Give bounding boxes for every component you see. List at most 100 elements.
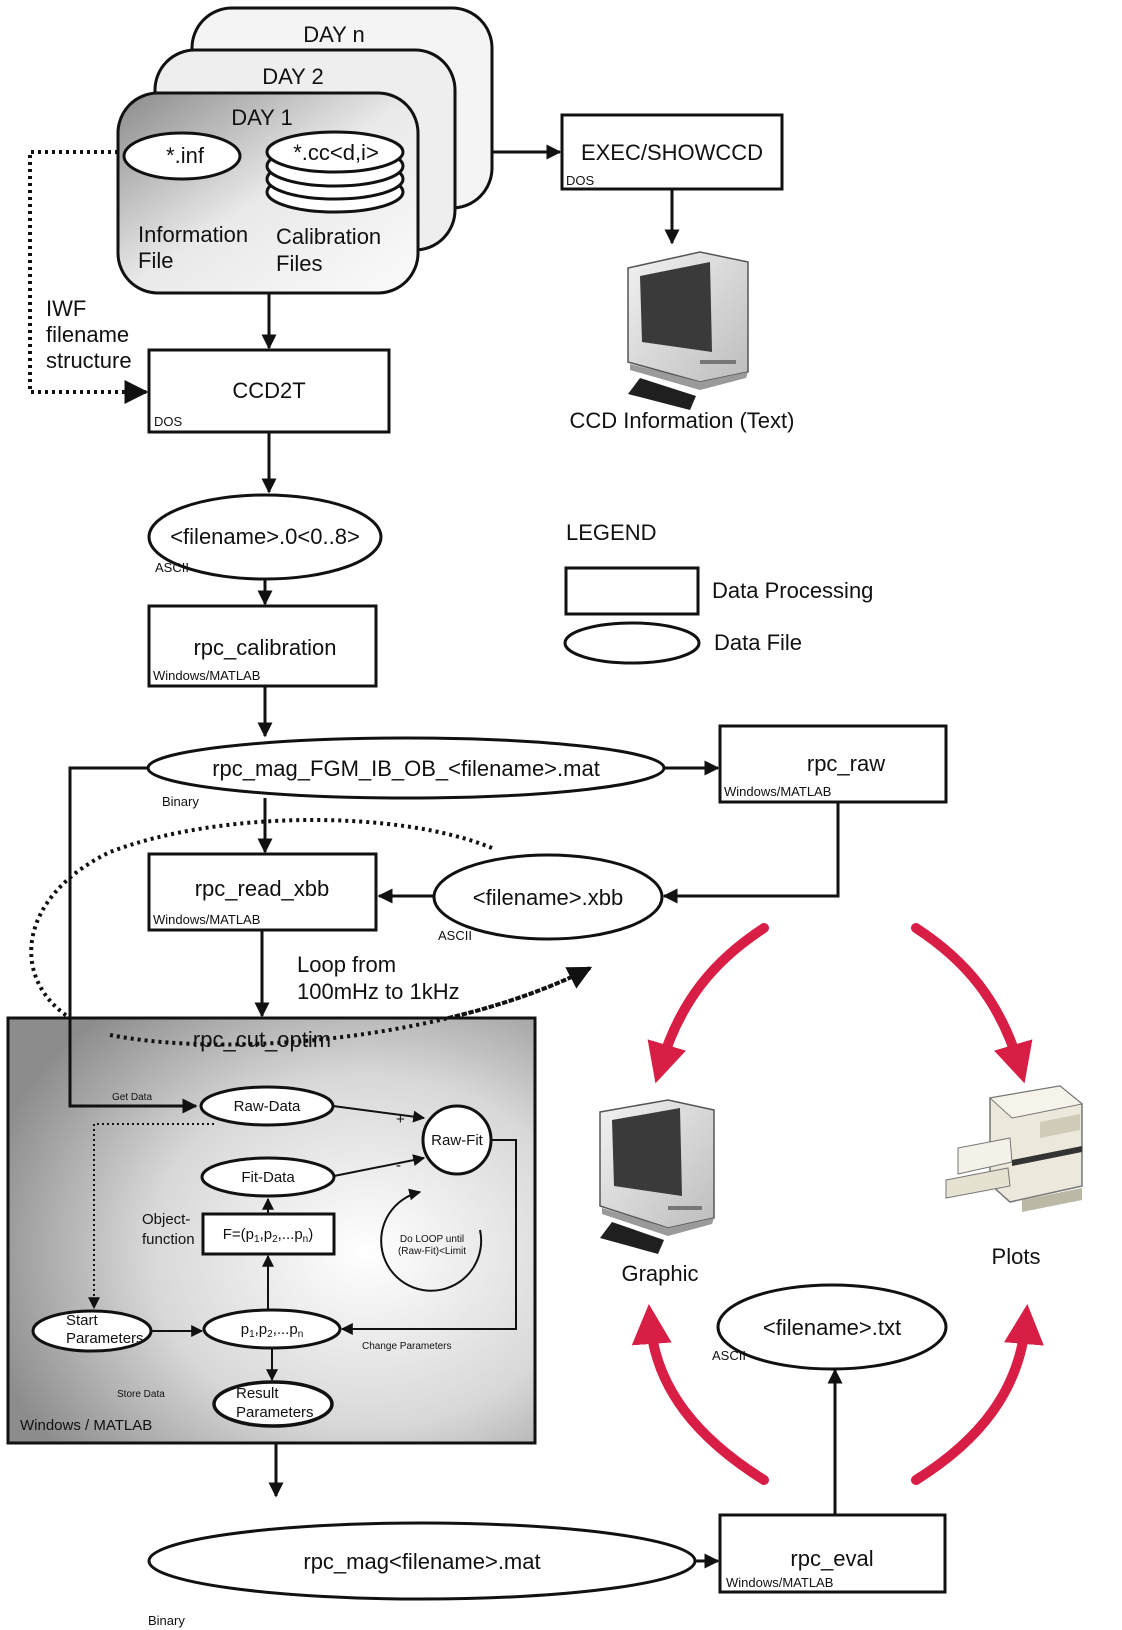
raw-fit-node: Raw-Fit: [421, 1104, 493, 1176]
loop-dotted-arc: [29, 818, 593, 1047]
information-file-label-1: Information: [138, 222, 248, 247]
legend-processing-swatch: [564, 566, 700, 616]
mag-fgm-label: rpc_mag_FGM_IB_OB_<filename>.mat: [212, 756, 600, 781]
rpc-read-xbb-platform: Windows/MATLAB: [153, 912, 260, 927]
store-data-label: Store Data: [117, 1389, 165, 1400]
exec-showccd-box: EXEC/SHOWCCD DOS: [560, 113, 784, 191]
result-parameters-label-2: Parameters: [236, 1404, 314, 1421]
iwf-label-3: structure: [46, 348, 132, 373]
red-arrow-to-plots-top: [911, 923, 1033, 1084]
ccd2t-label: CCD2T: [232, 378, 305, 403]
minus-sign: -: [396, 1157, 401, 1174]
graphic-monitor-icon: [599, 1099, 715, 1254]
start-parameters-node: Start Parameters: [31, 1309, 153, 1353]
monitor-icon: [627, 251, 749, 410]
loop-note-2: 100mHz to 1kHz: [297, 979, 460, 1004]
rpc-cut-optim-platform: Windows / MATLAB: [20, 1417, 152, 1434]
day-1-card: DAY 1 *.inf *.cc<d,i> Information File C…: [116, 91, 420, 295]
raw-fit-label: Raw-Fit: [431, 1132, 483, 1149]
xbb-file-label: <filename>.xbb: [473, 885, 623, 910]
raw-data-node: Raw-Data: [199, 1085, 335, 1127]
legend-file-swatch: [563, 621, 701, 665]
rpc-calibration-box: rpc_calibration Windows/MATLAB: [147, 604, 378, 688]
legend-title: LEGEND: [566, 520, 656, 545]
rpc-raw-box: rpc_raw Windows/MATLAB: [718, 724, 948, 804]
arrow-change-parameters: [340, 1139, 517, 1335]
plus-sign: +: [396, 1111, 405, 1128]
rpc-raw-platform: Windows/MATLAB: [724, 784, 831, 799]
mag-mat-file: rpc_mag<filename>.mat Binary: [147, 1521, 697, 1628]
filename-08-format: ASCII: [155, 560, 189, 575]
rpc-eval-box: rpc_eval Windows/MATLAB: [718, 1513, 947, 1594]
rpc-calibration-label: rpc_calibration: [193, 635, 336, 660]
legend-processing-label: Data Processing: [712, 578, 873, 603]
result-parameters-node: Result Parameters: [212, 1380, 334, 1428]
rpc-eval-platform: Windows/MATLAB: [726, 1575, 833, 1590]
parameters-label: p1,p2,...pn: [241, 1321, 304, 1340]
raw-data-label: Raw-Data: [234, 1098, 301, 1115]
txt-file-label: <filename>.txt: [763, 1315, 901, 1340]
get-data-label: Get Data: [112, 1092, 152, 1103]
object-function-label-2: function: [142, 1231, 195, 1248]
exec-showccd-label: EXEC/SHOWCCD: [581, 140, 763, 165]
rpc-cut-optim-title: rpc_cut_optim: [193, 1027, 331, 1052]
arrow-fit-data-to-raw-fit: [333, 1154, 426, 1177]
result-parameters-label-1: Result: [236, 1385, 279, 1402]
red-arrow-to-graphic-bottom: [631, 1304, 769, 1485]
object-function-box: F=(p1,p2,...pn): [201, 1212, 336, 1256]
mag-mat-label: rpc_mag<filename>.mat: [303, 1549, 540, 1574]
cc-file-label: *.cc<d,i>: [293, 140, 379, 165]
red-arrow-to-plots-bottom: [911, 1304, 1044, 1485]
rpc-eval-label: rpc_eval: [790, 1546, 873, 1571]
iwf-label-1: IWF: [46, 296, 86, 321]
red-arrow-to-graphic-top: [647, 923, 769, 1084]
mag-fgm-format: Binary: [162, 794, 199, 809]
start-parameters-label-1: Start: [66, 1312, 99, 1329]
mag-mat-format: Binary: [148, 1613, 185, 1628]
fit-data-node: Fit-Data: [200, 1156, 336, 1198]
graphic-label: Graphic: [621, 1261, 698, 1286]
loop-note-1: Loop from: [297, 952, 396, 977]
exec-showccd-platform: DOS: [566, 173, 595, 188]
object-function-label-1: Object-: [142, 1211, 190, 1228]
iwf-dotted-connector: [28, 150, 149, 404]
inf-file-label: *.inf: [166, 143, 205, 168]
ccd2t-platform: DOS: [154, 414, 183, 429]
txt-file: <filename>.txt ASCII: [712, 1283, 948, 1371]
do-loop-label-1: Do LOOP until: [400, 1234, 464, 1245]
day-2-label: DAY 2: [262, 64, 324, 89]
rpc-read-xbb-box: rpc_read_xbb Windows/MATLAB: [147, 852, 378, 932]
object-function-formula: F=(p1,p2,...pn): [223, 1226, 313, 1245]
ccd-information-label: CCD Information (Text): [570, 408, 795, 433]
rpc-read-xbb-label: rpc_read_xbb: [195, 876, 330, 901]
do-loop-label-2: (Raw-Fit)<Limit: [398, 1246, 466, 1257]
xbb-file: <filename>.xbb ASCII: [432, 853, 664, 943]
parameters-node: p1,p2,...pn: [202, 1308, 342, 1350]
change-parameters-label: Change Parameters: [362, 1341, 452, 1352]
legend: LEGEND Data Processing Data File: [563, 520, 873, 665]
loop-dotted-arc-overlay: [109, 966, 591, 1047]
calibration-files-stack-icon: [265, 130, 405, 214]
day-n-label: DAY n: [303, 22, 365, 47]
filename-08-file: <filename>.0<0..8> ASCII: [147, 493, 383, 581]
calibration-files-label-2: Files: [276, 251, 322, 276]
day-1-label: DAY 1: [231, 105, 293, 130]
mag-fgm-file: rpc_mag_FGM_IB_OB_<filename>.mat Binary: [146, 736, 666, 809]
raw-data-to-start-dotted: [88, 1123, 214, 1310]
legend-file-label: Data File: [714, 630, 802, 655]
plots-label: Plots: [992, 1244, 1041, 1269]
rpc-calibration-platform: Windows/MATLAB: [153, 668, 260, 683]
loop-circle-icon: [380, 1188, 483, 1292]
information-file-label-2: File: [138, 248, 173, 273]
xbb-file-format: ASCII: [438, 928, 472, 943]
inf-file-ellipse: [122, 131, 242, 181]
start-parameters-label-2: Parameters: [66, 1330, 144, 1347]
txt-file-format: ASCII: [712, 1348, 746, 1363]
arrow-get-data: [68, 766, 198, 1114]
iwf-label-2: filename: [46, 322, 129, 347]
arrow-raw-data-to-raw-fit: [332, 1105, 426, 1123]
filename-08-label: <filename>.0<0..8>: [170, 524, 360, 549]
fit-data-label: Fit-Data: [241, 1169, 295, 1186]
calibration-files-label-1: Calibration: [276, 224, 381, 249]
